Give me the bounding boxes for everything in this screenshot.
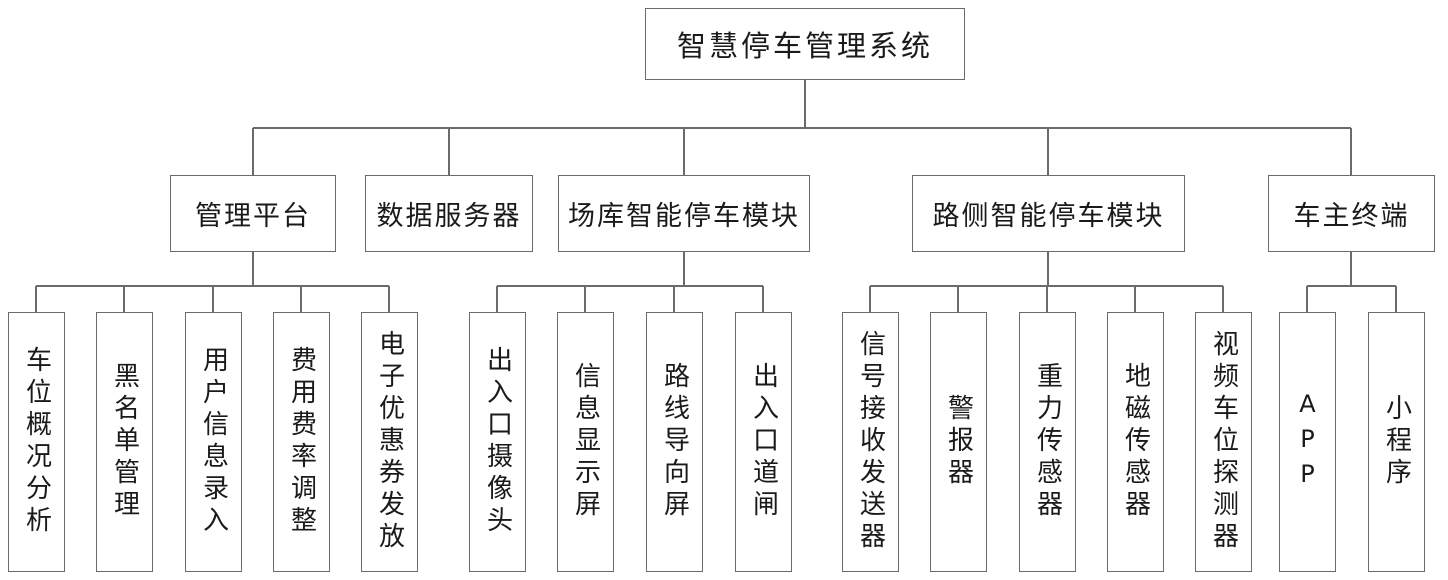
node-leaf-label: 信息显示屏 xyxy=(570,362,601,522)
node-leaf-mini-program[interactable]: 小程序 xyxy=(1368,312,1425,572)
node-leaf-label: 电子优惠券发放 xyxy=(374,330,405,554)
node-leaf-geomagnetic-sensor[interactable]: 地磁传感器 xyxy=(1107,312,1164,572)
node-leaf-entrance-exit-barrier-gate[interactable]: 出入口道闸 xyxy=(735,312,792,572)
node-leaf-label: 费用费率调整 xyxy=(286,346,317,538)
node-leaf-label: 警报器 xyxy=(943,394,974,490)
node-leaf-label: 车位概况分析 xyxy=(21,346,52,538)
node-branch-management-platform[interactable]: 管理平台 xyxy=(170,175,336,252)
node-leaf-fee-rate-adjustment[interactable]: 费用费率调整 xyxy=(273,312,330,572)
node-branch-label: 路侧智能停车模块 xyxy=(932,201,1165,232)
node-branch-owner-terminal[interactable]: 车主终端 xyxy=(1268,175,1435,252)
node-branch-label: 数据服务器 xyxy=(376,201,522,232)
node-leaf-label: 出入口道闸 xyxy=(748,362,779,522)
node-leaf-video-parking-space-detector[interactable]: 视频车位探测器 xyxy=(1195,312,1252,572)
node-leaf-alarm[interactable]: 警报器 xyxy=(930,312,987,572)
node-leaf-label: APP xyxy=(1293,389,1322,495)
node-branch-label: 管理平台 xyxy=(195,201,311,232)
node-leaf-user-info-entry[interactable]: 用户信息录入 xyxy=(185,312,242,572)
node-leaf-label: 黑名单管理 xyxy=(109,362,140,522)
node-leaf-label: 路线导向屏 xyxy=(659,362,690,522)
node-branch-label: 场库智能停车模块 xyxy=(568,201,800,232)
node-leaf-label: 重力传感器 xyxy=(1032,362,1063,522)
node-leaf-info-display-screen[interactable]: 信息显示屏 xyxy=(557,312,614,572)
node-leaf-e-coupon-issuance[interactable]: 电子优惠券发放 xyxy=(361,312,418,572)
node-leaf-blacklist-management[interactable]: 黑名单管理 xyxy=(96,312,153,572)
node-leaf-label: 用户信息录入 xyxy=(198,346,229,538)
node-leaf-gravity-sensor[interactable]: 重力传感器 xyxy=(1019,312,1076,572)
node-branch-roadside-smart-parking-module[interactable]: 路侧智能停车模块 xyxy=(912,175,1185,252)
node-leaf-label: 视频车位探测器 xyxy=(1208,330,1239,554)
node-leaf-label: 地磁传感器 xyxy=(1120,362,1151,522)
node-leaf-label: 信号接收发送器 xyxy=(855,330,886,554)
node-leaf-entrance-exit-camera[interactable]: 出入口摄像头 xyxy=(469,312,526,572)
node-leaf-parking-space-overview-analysis[interactable]: 车位概况分析 xyxy=(8,312,65,572)
node-leaf-signal-transceiver[interactable]: 信号接收发送器 xyxy=(842,312,899,572)
node-root-label: 智慧停车管理系统 xyxy=(676,29,933,63)
node-leaf-app[interactable]: APP xyxy=(1279,312,1336,572)
node-branch-data-server[interactable]: 数据服务器 xyxy=(365,175,533,252)
node-leaf-label: 小程序 xyxy=(1381,394,1412,490)
node-root[interactable]: 智慧停车管理系统 xyxy=(645,8,965,80)
node-leaf-label: 出入口摄像头 xyxy=(482,346,513,538)
node-branch-label: 车主终端 xyxy=(1293,201,1410,232)
node-branch-lot-smart-parking-module[interactable]: 场库智能停车模块 xyxy=(558,175,810,252)
node-leaf-route-guidance-screen[interactable]: 路线导向屏 xyxy=(646,312,703,572)
